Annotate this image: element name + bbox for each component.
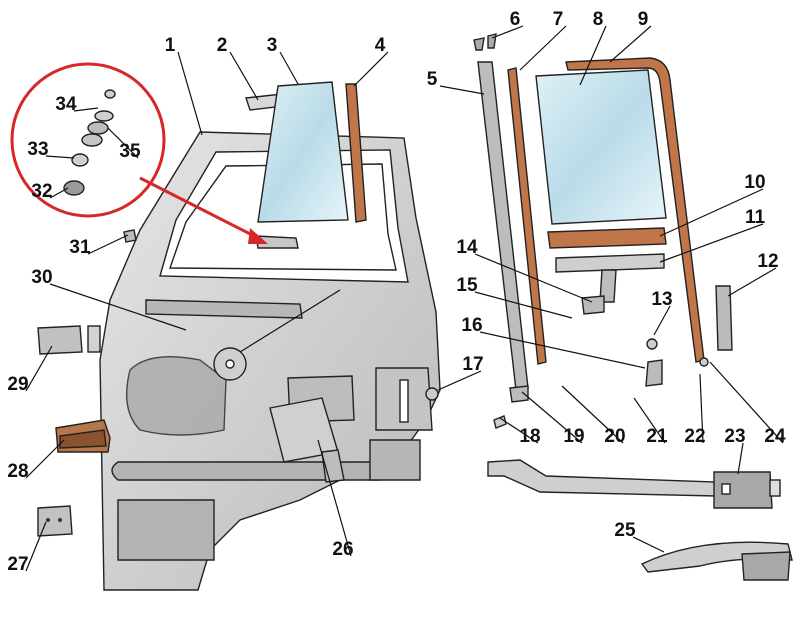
door-glass [535,69,667,225]
leader-line-8 [579,25,607,86]
part-label-21: 21 [646,426,668,447]
screw-31 [123,229,137,243]
leader-line-7 [519,25,567,71]
upper-hinge [37,325,101,355]
leader-line-22 [699,373,704,444]
leader-line-1 [177,51,203,136]
leader-line-15 [474,291,573,319]
leader-line-18 [499,417,539,444]
leader-line-19 [521,391,583,444]
part-label-7: 7 [553,9,564,30]
part-label-9: 9 [638,9,649,30]
leader-line-34 [73,107,99,112]
part-label-28: 28 [7,461,28,482]
leader-line-9 [609,25,652,63]
leader-line-26 [317,439,352,557]
part-label-19: 19 [563,426,584,447]
window-channel [477,61,547,391]
part-label-34: 34 [55,94,77,115]
door-lock [487,459,781,509]
leader-line-11 [659,223,764,263]
part-label-18: 18 [519,426,540,447]
part-label-11: 11 [745,207,766,228]
leader-line-33 [45,155,75,159]
part-label-2: 2 [217,35,228,56]
leader-line-28 [25,439,65,479]
leader-line-6 [491,25,524,39]
part-label-22: 22 [684,426,705,447]
vent-window [245,81,367,249]
leader-line-10 [659,188,764,237]
part-label-3: 3 [267,35,278,56]
leader-line-12 [727,267,777,297]
part-label-24: 24 [764,426,786,447]
part-label-31: 31 [69,237,91,258]
part-label-1: 1 [165,35,176,56]
leader-line-24 [709,361,784,444]
glass-run-seal [565,57,705,363]
part-label-29: 29 [7,374,28,395]
fasteners [425,33,733,429]
leader-line-5 [439,85,485,95]
part-label-30: 30 [31,267,52,288]
part-label-10: 10 [744,172,765,193]
part-label-15: 15 [456,275,478,296]
door-check-strap [55,419,111,453]
detail-magnifier [10,62,268,244]
part-label-32: 32 [31,181,52,202]
leader-line-13 [653,305,671,336]
part-label-4: 4 [375,35,386,56]
leader-line-20 [561,385,624,444]
leader-line-35 [107,127,139,159]
part-label-17: 17 [462,354,483,375]
leader-line-25 [632,536,665,553]
part-label-33: 33 [27,139,48,160]
part-label-27: 27 [7,554,28,575]
leader-lines [25,25,784,572]
leader-line-16 [479,331,646,369]
outside-handle [640,541,793,581]
part-label-35: 35 [119,141,141,162]
glass-lower-channel [547,227,667,303]
part-label-12: 12 [757,251,778,272]
leader-line-29 [25,345,53,392]
leader-line-21 [633,397,666,444]
part-label-23: 23 [724,426,745,447]
part-label-6: 6 [510,9,521,30]
part-label-20: 20 [604,426,625,447]
leader-line-27 [25,521,47,572]
leader-line-31 [87,234,129,255]
part-label-16: 16 [461,315,482,336]
part-label-25: 25 [614,520,636,541]
leader-line-17 [437,370,482,391]
part-label-8: 8 [593,9,604,30]
leader-line-2 [229,51,259,101]
leader-line-32 [49,187,69,199]
leader-line-23 [737,442,744,475]
leader-line-14 [474,253,593,303]
part-label-13: 13 [651,289,672,310]
part-label-5: 5 [427,69,438,90]
part-label-26: 26 [332,539,353,560]
part-label-14: 14 [456,237,478,258]
lower-hinge [37,505,73,537]
leader-line-30 [49,283,187,331]
leader-line-4 [353,51,389,87]
leader-line-3 [279,51,299,85]
